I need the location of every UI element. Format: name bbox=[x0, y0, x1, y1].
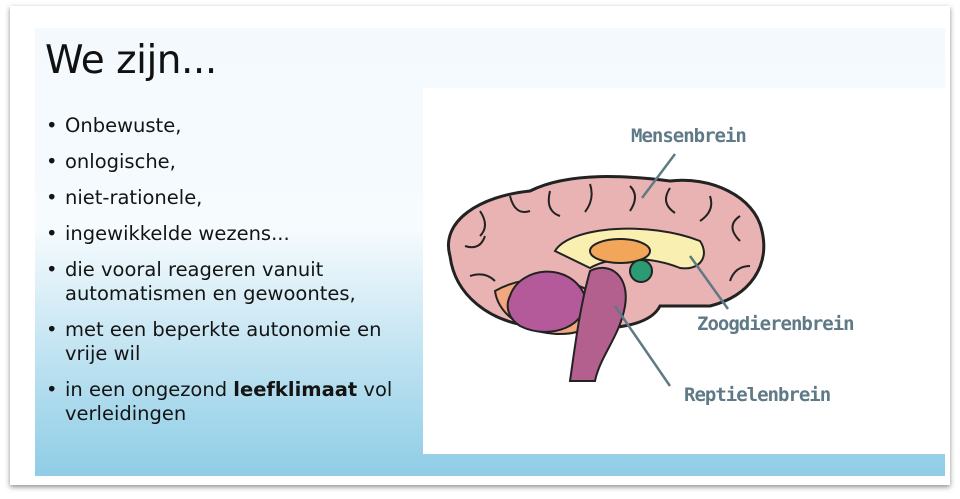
bullet-bold-text: leefklimaat bbox=[233, 378, 358, 401]
bullet-text: in een ongezond bbox=[65, 378, 234, 401]
brain-diagram: Mensenbrein Zoogdierenbrein Reptielenbre… bbox=[423, 88, 945, 454]
bullet-item: in een ongezond leefklimaat vol verleidi… bbox=[45, 378, 395, 426]
bullet-list: Onbewuste, onlogische, niet-rationele, i… bbox=[45, 114, 415, 438]
brainstem bbox=[568, 266, 627, 382]
brain-illustration bbox=[447, 153, 766, 387]
bullet-text: vol verleidingen bbox=[65, 378, 393, 425]
bullet-item: met een beperkte autonomie en vrije wil bbox=[45, 318, 395, 366]
bullet-item: ingewikkelde wezens... bbox=[45, 222, 415, 246]
bullet-item: niet-rationele, bbox=[45, 186, 415, 210]
slide-frame: We zijn... Onbewuste, onlogische, niet-r… bbox=[10, 6, 950, 485]
bullet-item: Onbewuste, bbox=[45, 114, 415, 138]
label-mensenbrein: Mensenbrein bbox=[631, 125, 747, 147]
label-zoogdierenbrein: Zoogdierenbrein bbox=[697, 313, 855, 335]
label-reptielenbrein: Reptielenbrein bbox=[684, 384, 831, 406]
slide: We zijn... Onbewuste, onlogische, niet-r… bbox=[35, 28, 945, 476]
slide-title: We zijn... bbox=[45, 38, 217, 83]
cerebellum bbox=[506, 270, 587, 333]
bullet-item: onlogische, bbox=[45, 150, 415, 174]
bullet-item: die vooral reageren vanuit automatismen … bbox=[45, 258, 365, 306]
